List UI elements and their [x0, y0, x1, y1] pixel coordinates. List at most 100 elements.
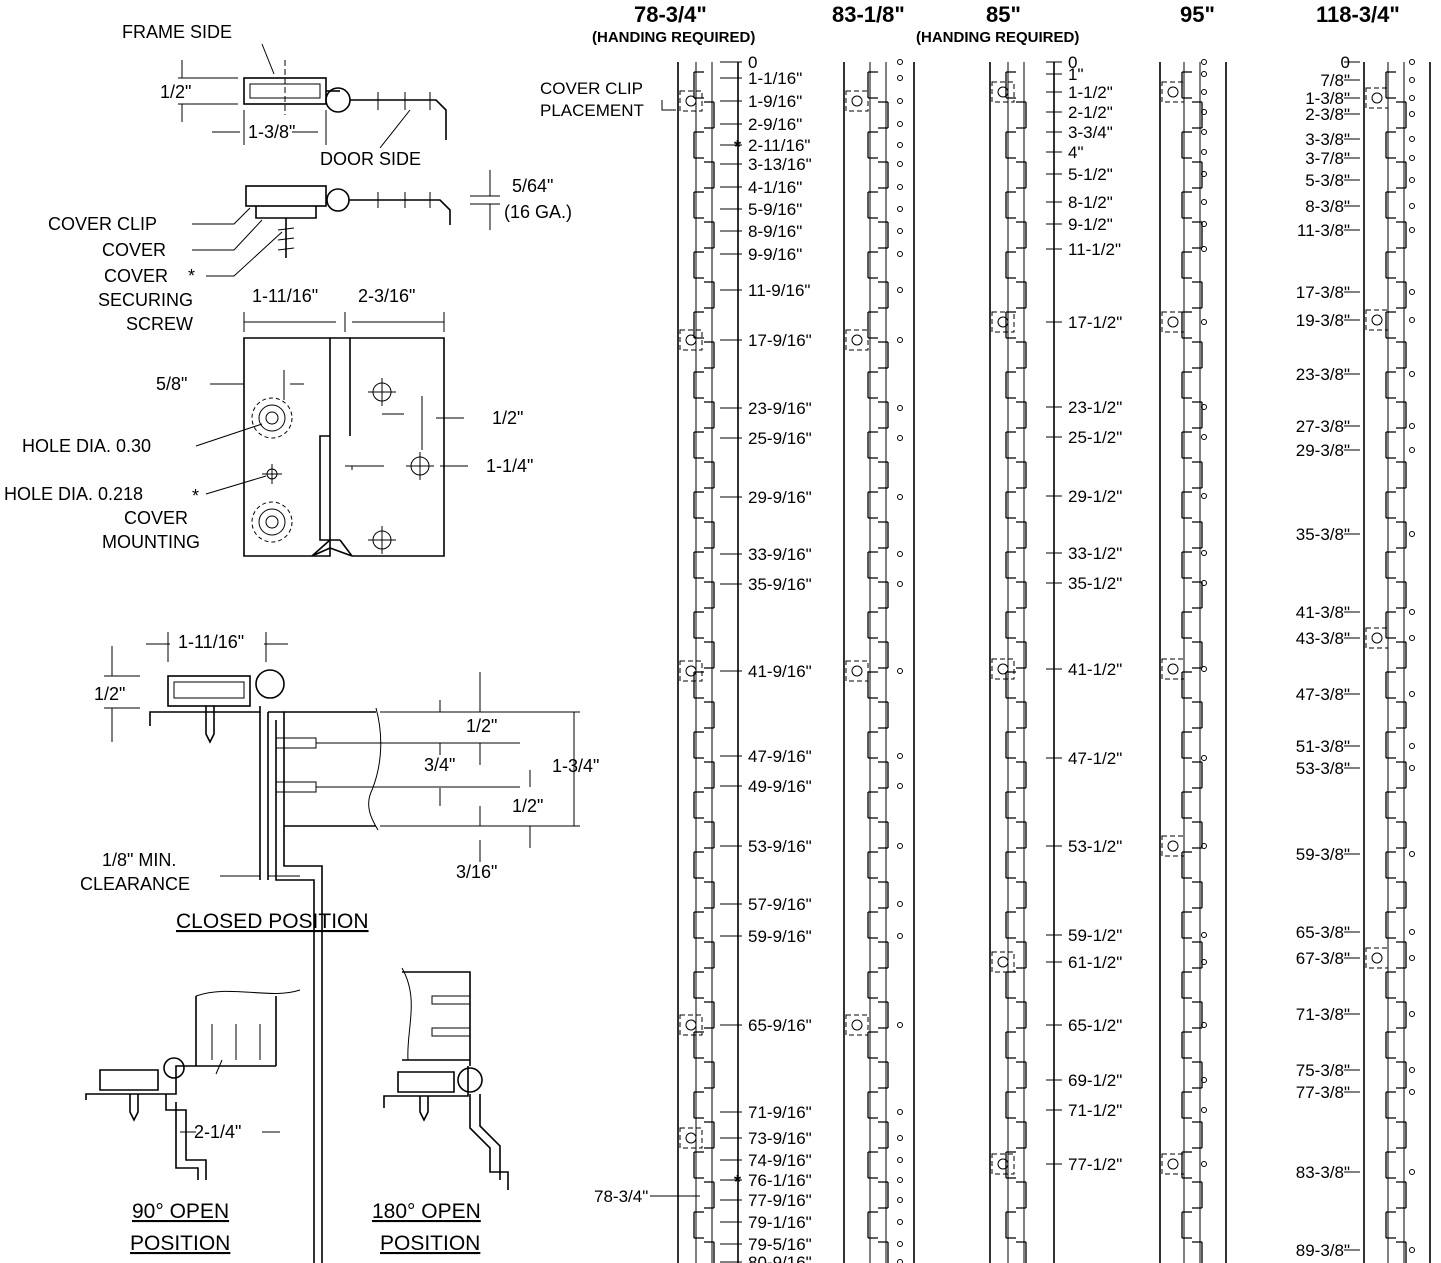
labels-a-hole-mark	[897, 287, 903, 293]
labels-c-label: 17-3/8"	[1296, 283, 1350, 302]
clip-box	[1161, 658, 1185, 680]
labels-a-label: 0	[748, 53, 757, 72]
labels-a-label: 49-9/16"	[748, 777, 812, 796]
screw-hole	[997, 956, 1009, 968]
hole-0218-label: HOLE DIA. 0.218	[4, 484, 143, 504]
labels-b-label: 1-1/2"	[1068, 83, 1113, 102]
labels-b-label: 65-1/2"	[1068, 1016, 1122, 1035]
cover-screw-label-2: SECURING	[98, 290, 193, 310]
labels-c-hole-mark	[1409, 111, 1415, 117]
labels-b-label: 69-1/2"	[1068, 1071, 1122, 1090]
labels-c-hole-mark	[1409, 1089, 1415, 1095]
labels-a-hole-mark	[897, 668, 903, 674]
length-headers: 78-3/4" (HANDING REQUIRED) 83-1/8" 85" (…	[592, 2, 1400, 46]
labels-b-label: 47-1/2"	[1068, 749, 1122, 768]
labels-a-hole-mark	[897, 753, 903, 759]
dim-1-11-16: 1-11/16"	[252, 286, 318, 306]
labels-a-label: 11-9/16"	[748, 281, 810, 300]
labels-a-hole-mark	[897, 494, 903, 500]
asterisk-mark-2: *	[192, 486, 199, 506]
labels-c-label: 75-3/8"	[1296, 1061, 1350, 1080]
cover-screw-label-3: SCREW	[126, 314, 193, 334]
open90-title-1: 90° OPEN	[132, 1200, 229, 1223]
labels-c-label: 27-3/8"	[1296, 417, 1350, 436]
clip-box	[845, 329, 869, 351]
labels-a-label: 8-9/16"	[748, 222, 802, 241]
clip-box	[679, 90, 703, 112]
cover-screw-label-1: COVER	[104, 266, 168, 286]
labels-a-hole-mark	[897, 551, 903, 557]
labels-b-label: 3-3/4"	[1068, 123, 1113, 142]
closed-dim-1-11-16: 1-11/16"	[178, 632, 244, 652]
labels-c-hole-mark	[1409, 765, 1415, 771]
labels-c-hole-mark	[1409, 609, 1415, 615]
clip-box	[1365, 627, 1389, 649]
labels-a-hole-mark	[897, 1177, 903, 1183]
labels-a-hole-mark	[897, 161, 903, 167]
labels-b-label: 53-1/2"	[1068, 837, 1122, 856]
labels-c-hole-mark	[1409, 635, 1415, 641]
labels-a-hole-mark	[897, 901, 903, 907]
closed-dim-half-b: 1/2"	[512, 796, 543, 816]
clip-box	[679, 329, 703, 351]
labels-a-hole-mark	[897, 1197, 903, 1203]
screw-hole	[1167, 1158, 1179, 1170]
labels-c-hole-mark	[1409, 227, 1415, 233]
open180-title-2: POSITION	[380, 1232, 480, 1255]
labels-c-hole-mark	[1409, 371, 1415, 377]
labels-b-hole-mark	[1201, 109, 1207, 115]
labels-c-label: 1-3/8"	[1305, 89, 1350, 108]
labels-b-label: 8-1/2"	[1068, 193, 1113, 212]
clip-box	[1161, 835, 1185, 857]
labels-a-label: 17-9/16"	[748, 331, 812, 350]
labels-b-hole-mark	[1201, 1161, 1207, 1167]
dim-2-3-16: 2-3/16"	[358, 286, 415, 306]
labels-a-hole-mark	[897, 581, 903, 587]
labels-c-label: 71-3/8"	[1296, 1005, 1350, 1024]
labels-a-hole-mark	[897, 783, 903, 789]
hinge-a-bottom-label: 78-3/4"	[594, 1187, 648, 1206]
labels-c-label: 67-3/8"	[1296, 949, 1350, 968]
labels-a-label: 57-9/16"	[748, 895, 812, 914]
labels-a-hole-mark	[897, 98, 903, 104]
labels-c-hole-mark	[1409, 1067, 1415, 1073]
labels-c-label: 53-3/8"	[1296, 759, 1350, 778]
labels-a-label: 3-13/16"	[748, 155, 812, 174]
labels-a-label: 35-9/16"	[748, 575, 812, 594]
closed-dim-half-left: 1/2"	[94, 684, 125, 704]
labels-c-label: 23-3/8"	[1296, 365, 1350, 384]
labels-b-label: 33-1/2"	[1068, 544, 1122, 563]
cover-mounting-label-2: MOUNTING	[102, 532, 200, 552]
labels-a-hole-mark	[897, 1259, 903, 1263]
labels-c-hole-mark	[1409, 1169, 1415, 1175]
labels-c-hole-mark	[1409, 59, 1415, 65]
labels-b-label: 77-1/2"	[1068, 1155, 1122, 1174]
labels-b-hole-mark	[1201, 932, 1207, 938]
clip-box	[845, 660, 869, 682]
closed-clearance-2: CLEARANCE	[80, 874, 190, 894]
labels-c-hole-mark	[1409, 155, 1415, 161]
cover-mounting-label-1: COVER	[124, 508, 188, 528]
labels-a-label: 59-9/16"	[748, 927, 812, 946]
labels-c-label: 11-3/8"	[1297, 221, 1350, 240]
labels-b-hole-mark	[1201, 319, 1207, 325]
labels-a-label: 4-1/16"	[748, 178, 802, 197]
screw-hole	[997, 663, 1009, 675]
labels-c-label: 83-3/8"	[1296, 1163, 1350, 1182]
labels-c-hole-mark	[1409, 136, 1415, 142]
clip-box	[1161, 1153, 1185, 1175]
header-118-3-4: 118-3/4"	[1316, 2, 1400, 27]
clip-box	[845, 1014, 869, 1036]
labels-c-hole-mark	[1409, 423, 1415, 429]
screw-hole	[685, 665, 697, 677]
header-95: 95"	[1180, 2, 1215, 27]
labels-b-hole-mark	[1201, 246, 1207, 252]
labels-a-label: 5-9/16"	[748, 200, 802, 219]
hinge-strip-1	[677, 62, 739, 1263]
labels-b-hole-mark	[1201, 59, 1207, 65]
labels-a-label: 65-9/16"	[748, 1016, 812, 1035]
clip-box	[1365, 947, 1389, 969]
closed-dim-1-3-4: 1-3/4"	[552, 756, 599, 776]
labels-b-label: 59-1/2"	[1068, 926, 1122, 945]
